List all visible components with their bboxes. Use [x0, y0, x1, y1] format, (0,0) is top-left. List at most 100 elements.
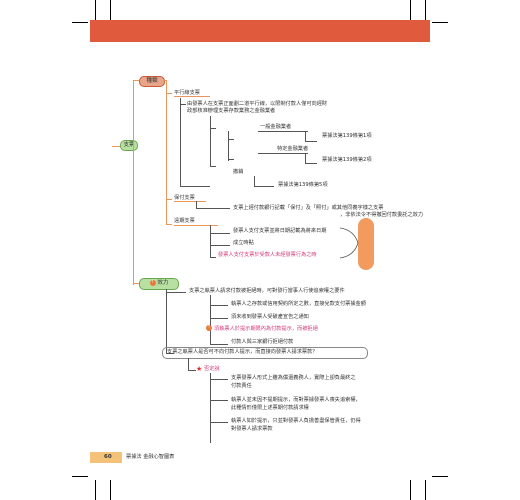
branch	[305, 131, 306, 141]
highlight-capsule	[358, 218, 374, 270]
connector	[228, 139, 234, 140]
plain-spine	[180, 98, 181, 186]
crop-mark	[72, 476, 88, 477]
crop-mark	[110, 0, 111, 20]
postdated-item2: 成立時點	[233, 240, 254, 246]
question-spine	[188, 358, 189, 370]
connector	[188, 370, 196, 371]
connector	[180, 186, 210, 187]
effect-question: 支票之執票人是否可不向付款人提示，而直接向發票人請求票款？	[167, 349, 318, 355]
guaranteed-desc-line2: ，非依法令不得撤回付款委託之效力	[340, 212, 424, 218]
star-icon: ★	[196, 365, 203, 373]
plain-desc-line2: 政部核准辦理支票存款業務之金融業者	[187, 108, 276, 114]
special-bank-label: 特定金融業者	[277, 146, 309, 152]
negative-sub2-line1: 執票人並未因不提期提示，而對票據發票人喪失追索權，	[231, 397, 361, 403]
crop-mark	[432, 476, 448, 477]
crop-mark	[72, 22, 88, 23]
bracket-curve	[340, 227, 359, 259]
connector	[210, 318, 228, 319]
page-number-tab	[90, 452, 122, 463]
connector	[166, 93, 172, 94]
connector	[133, 283, 139, 284]
connector	[210, 305, 228, 306]
branch	[305, 153, 306, 163]
postdated-item1: 發票人支付支票並將日期記載為將來日期	[233, 228, 327, 234]
category-effect-label: 效力	[157, 280, 169, 286]
effect-item2: 須執票人於提示期限內為付款提示，而被拒絕	[214, 326, 318, 332]
guaranteed-check-label: 保付支票	[174, 195, 195, 201]
types-spine	[166, 80, 167, 225]
effect-icon: !	[149, 279, 156, 286]
connector	[210, 379, 228, 380]
crop-mark	[410, 480, 411, 500]
connector	[163, 80, 166, 81]
postdated-item3: 發票人支付支票於受款人未經發票行為之時	[218, 252, 317, 258]
crop-mark	[425, 480, 426, 500]
connector	[210, 344, 228, 345]
plain-check-label: 平行線支票	[174, 90, 200, 96]
root-node: 支票	[120, 140, 138, 151]
effect-item3: 付款人與三家銀行拒絕付款	[231, 339, 294, 345]
effect-item1b: 須未收到發票人受破產宣告之通知	[231, 314, 309, 320]
negative-sub3-line2: 對發票人請求票款	[231, 426, 273, 432]
root-spine	[133, 80, 134, 285]
revoke-ref: 票據法第139條第5項	[278, 182, 328, 188]
general-bank-ref: 票據法第139條第1項	[322, 133, 372, 139]
special-bank-ref: 票據法第139條第2項	[322, 157, 372, 163]
branch	[210, 116, 211, 166]
crop-mark	[425, 0, 426, 20]
connector	[210, 400, 228, 401]
page-number: 60	[104, 454, 112, 460]
connector	[133, 80, 139, 81]
connector	[305, 163, 317, 164]
category-types: 種類	[139, 76, 165, 87]
negative-view-spine	[210, 373, 211, 443]
label-underline	[174, 96, 210, 97]
connector	[228, 159, 234, 160]
negative-sub2-line2: 此種情形僅限上述票期付款請求權	[231, 405, 309, 411]
connector	[210, 257, 216, 258]
effect-item1a: 執票人之存款或信用契約所定之數，直接兌款支付票據金額	[231, 301, 366, 307]
postdated-spine	[210, 225, 211, 257]
connector	[166, 353, 174, 354]
connector	[112, 146, 120, 147]
postdated-check-label: 遠期支票	[174, 218, 195, 224]
book-title: 票據法 金融心智圖表	[126, 454, 175, 460]
branch	[228, 131, 229, 161]
negative-sub3-line1: 執票人如於提示，只並對發票人負擔善盡保管責任，仍得	[231, 418, 361, 424]
negative-sub1-line1: 支票發票人形式上雖為償還義務人，實際上卻負最終之	[231, 375, 356, 381]
guaranteed-desc-line1: 支票上經付款銀行記載「保付」及「照付」或其他同義字樣之支票	[233, 205, 384, 211]
connector	[305, 141, 317, 142]
connector	[180, 104, 186, 105]
effect-sub-spine	[210, 295, 211, 344]
label-underline	[174, 201, 206, 202]
crop-mark	[110, 480, 111, 500]
label-underline	[258, 153, 308, 154]
revoke-label: 撤銷	[233, 169, 244, 175]
connector	[196, 208, 230, 209]
warning-icon: !	[206, 325, 212, 331]
connector	[166, 199, 172, 200]
connector	[210, 422, 228, 423]
general-bank-label: 一般金融業者	[260, 124, 292, 130]
question-box	[162, 347, 368, 359]
crop-mark	[95, 480, 96, 500]
crop-mark	[95, 0, 96, 20]
branch	[196, 201, 197, 208]
connector	[166, 224, 172, 225]
connector	[210, 166, 216, 167]
negative-sub1-line2: 付款責任	[231, 383, 252, 389]
negative-view-label: 否定說	[204, 366, 220, 372]
crop-mark	[432, 22, 448, 23]
branch	[254, 176, 255, 186]
connector	[210, 233, 230, 234]
effect-item1: 支票之執票人請求付款被拒絕時，可對發行當事人行使追索權之要件	[189, 288, 345, 294]
plain-desc-line1: 由發票人在支票正面劃二道平行線，以限制付款人僅可向經財	[187, 101, 328, 107]
label-underline	[174, 225, 218, 226]
crop-mark	[410, 0, 411, 20]
connector	[210, 245, 230, 246]
connector	[166, 292, 186, 293]
header-banner	[90, 20, 430, 42]
label-underline	[258, 131, 308, 132]
category-effect: ! 效力	[139, 278, 179, 290]
